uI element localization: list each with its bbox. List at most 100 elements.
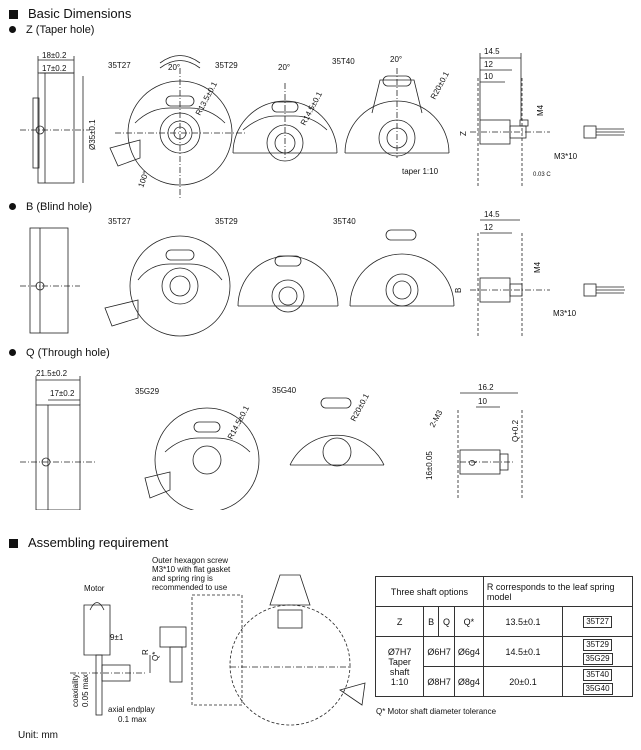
z-taper: taper 1:10 [402, 167, 439, 176]
z-radius-2: R14.5±0.1 [299, 90, 325, 127]
assembly-q: Q* [151, 652, 160, 661]
b-screw-label: M3*10 [553, 309, 577, 318]
subtitle-b: B (Blind hole) [9, 201, 92, 213]
b-m4: M4 [533, 261, 542, 273]
table-r3-tag-2: 35G40 [582, 682, 613, 695]
b-shaft-dim-2: 12 [484, 223, 493, 232]
b-shaft-dim-1: 14.5 [484, 210, 500, 219]
table-col-b: B [423, 606, 440, 637]
table-qs2: Ø8g4 [453, 666, 484, 697]
table-col-q: Q [438, 606, 455, 637]
b-model-3: 35T40 [333, 217, 356, 226]
table-header-r: R corresponds to the leaf spring model [482, 576, 634, 607]
section-title: Basic Dimensions [28, 6, 132, 21]
z-dim-18: 18±0.2 [42, 51, 67, 60]
z-screw [583, 125, 597, 139]
z-dim-17: 17±0.2 [42, 64, 67, 73]
z-screw-label: M3*10 [554, 152, 578, 161]
table-z-sub2: 1:10 [390, 676, 409, 687]
section-basic-dimensions: Basic Dimensions [9, 6, 131, 21]
table-header-main: Three shaft options [375, 576, 484, 607]
table-qs1: Ø6g4 [453, 636, 484, 667]
square-bullet-icon [9, 539, 18, 548]
assembly-endplay-2: 0.1 max [118, 715, 146, 724]
b-b: B [454, 288, 463, 293]
assembly-motor-label: Motor [84, 584, 105, 593]
z-section-drawing: 18±0.2 17±0.2 Ø35±0.1 35T27 35T29 35T40 … [20, 47, 625, 198]
z-angle-2: 20° [278, 63, 290, 72]
subtitle-b-label: B (Blind hole) [26, 201, 93, 213]
assembly-coaxiality: coaxiality [71, 674, 80, 707]
table-col-qs: Q* [453, 606, 484, 637]
z-front-view-2 [232, 100, 338, 154]
b-section-drawing: 35T27 35T29 35T40 14.5 12 M4 B M3*10 [20, 210, 625, 338]
z-tolerance: 0.03 C [533, 172, 551, 178]
section-assembling: Assembling requirement [9, 535, 168, 550]
table-r2-tag-2: 35G29 [582, 652, 613, 665]
table-col-z: Z [374, 606, 425, 637]
shaft-options-table: Three shaft options R corresponds to the… [374, 576, 634, 697]
table-r2-tag-cell: 35T29 35G29 [562, 636, 633, 667]
subtitle-z: Z (Taper hole) [9, 24, 94, 36]
screw-note-line-1: Outer hexagon screw [152, 556, 228, 565]
z-dim-35: Ø35±0.1 [88, 119, 97, 150]
q-qtol: Q+0.2 [511, 419, 520, 442]
z-radius-1: R13.5±0.1 [194, 80, 220, 117]
square-bullet-icon [9, 10, 18, 19]
table-z-cell: Ø7H7 Taper shaft 1:10 [374, 636, 425, 697]
table-r1-tag: 35T27 [583, 615, 612, 628]
screw-note-line-2: M3*10 with flat gasket [152, 565, 231, 574]
subtitle-q: Q (Through hole) [9, 347, 110, 359]
z-shaft-dim-1: 14.5 [484, 47, 500, 56]
assembly-coax-value: 0.05 max [81, 674, 90, 707]
table-z-val: Ø7H7 [387, 646, 412, 657]
q-model-2: 35G40 [272, 386, 297, 395]
table-r3-tag-1: 35T40 [583, 668, 612, 681]
table-r3-val: 20±0.1 [482, 666, 564, 697]
subtitle-z-label: Z (Taper hole) [26, 24, 95, 36]
z-angle-1: 20° [168, 63, 180, 72]
z-model-2: 35T29 [215, 61, 238, 70]
assembly-dim-91: 9±1 [110, 633, 124, 642]
table-q-val: Ø8H7 [423, 666, 455, 697]
q-model-1: 35G29 [135, 387, 160, 396]
b-model-1: 35T27 [108, 217, 131, 226]
unit-label: Unit: mm [18, 730, 58, 741]
table-r2-tag-1: 35T29 [583, 638, 612, 651]
z-m4: M4 [536, 104, 545, 116]
table-r2-val: 14.5±0.1 [482, 636, 564, 667]
table-r3-tag-cell: 35T40 35G40 [562, 666, 633, 697]
q-q: Q [468, 460, 477, 466]
z-z: Z [459, 131, 468, 136]
z-shaft-dim-3: 10 [484, 72, 493, 81]
section-2-title: Assembling requirement [28, 535, 169, 550]
circle-bullet-icon [9, 349, 16, 356]
screw-note-line-3: and spring ring is [152, 574, 213, 583]
z-angle-100: 100° [136, 170, 150, 189]
q-2m3: 2-M3 [428, 408, 445, 429]
circle-bullet-icon [9, 26, 16, 33]
q-radius-2: R20±0.1 [349, 392, 371, 423]
z-model-1: 35T27 [108, 61, 131, 70]
b-model-2: 35T29 [215, 217, 238, 226]
table-b-val: Ø6H7 [423, 636, 455, 667]
q-section-drawing: 21.5±0.2 17±0.2 35G29 35G40 R14.5±0.1 R2… [20, 369, 523, 510]
subtitle-q-label: Q (Through hole) [26, 347, 110, 359]
assembly-drawing: Motor coaxiality 0.05 max 9±1 R Q* axial… [70, 556, 366, 726]
z-shaft-dim-2: 12 [484, 60, 493, 69]
q-shaft-dim-2: 10 [478, 397, 487, 406]
z-radius-3: R20±0.1 [429, 70, 451, 101]
screw-note-line-4: recommended to use [152, 583, 228, 592]
q-dim-17: 17±0.2 [50, 389, 75, 398]
table-z-sub1: Taper shaft [388, 656, 411, 677]
q-height: 16±0.05 [425, 451, 434, 480]
assembly-r: R [141, 649, 150, 655]
table-r1-val: 13.5±0.1 [482, 606, 564, 637]
q-shaft-dim-1: 16.2 [478, 383, 494, 392]
z-model-3: 35T40 [332, 57, 355, 66]
q-radius-1: R14.5±0.1 [226, 404, 252, 441]
table-r1-tag-cell: 35T27 [562, 606, 633, 637]
footnote: Q* Motor shaft diameter tolerance [376, 707, 497, 716]
assembly-endplay-1: axial endplay [108, 705, 155, 714]
circle-bullet-icon [9, 203, 16, 210]
